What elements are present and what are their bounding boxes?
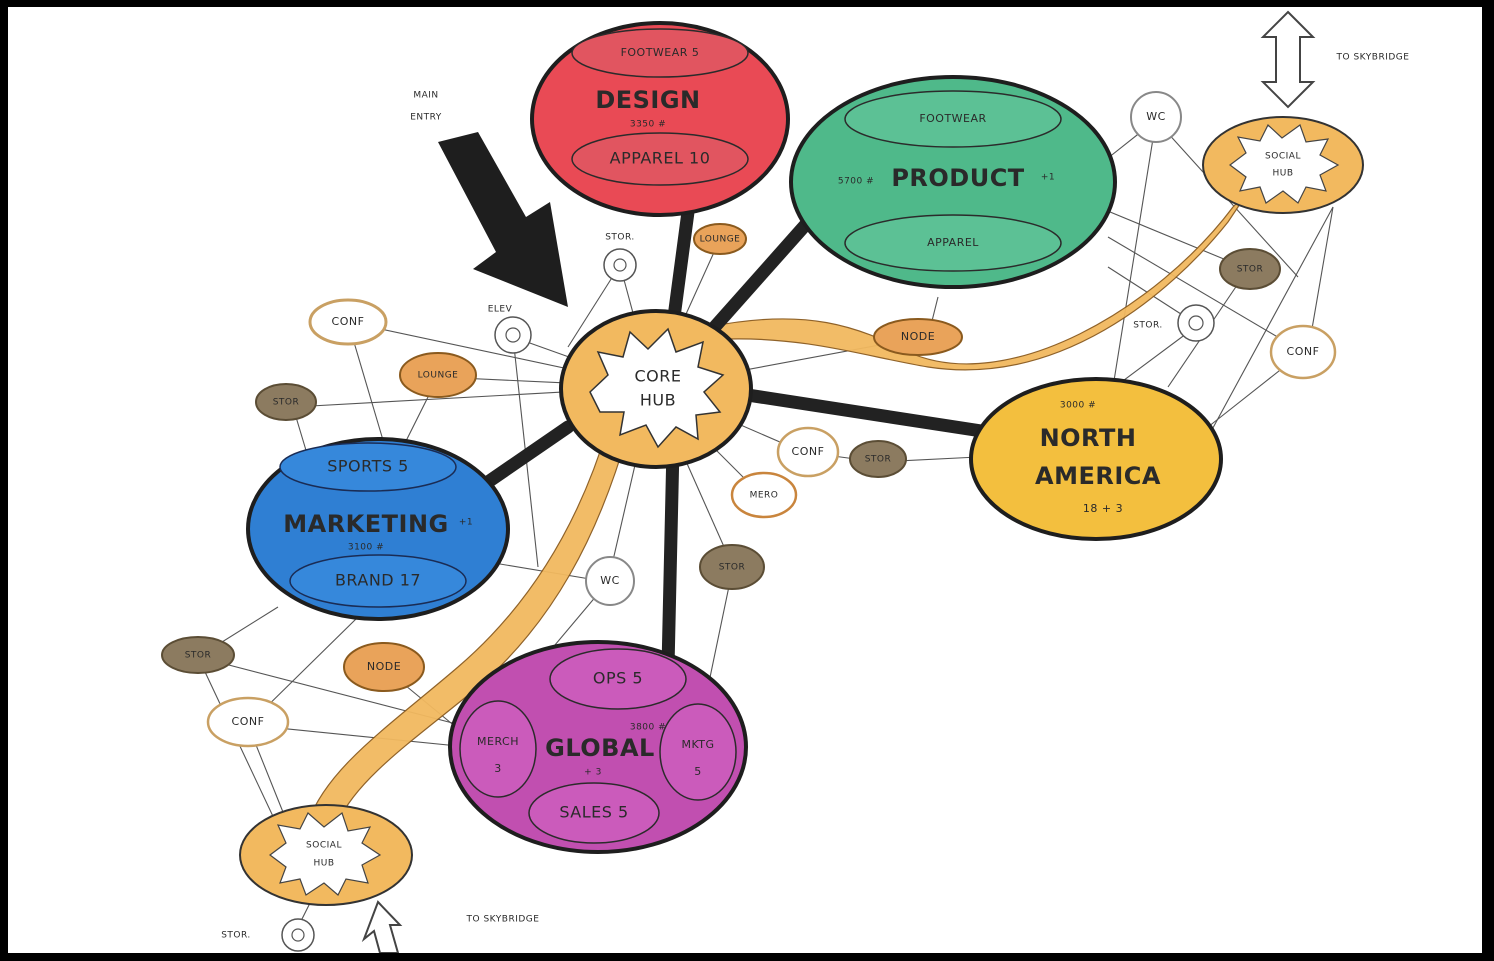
north-america-line1: NORTH [1040, 424, 1137, 452]
main-entry-label-1: MAIN [413, 91, 438, 101]
design-bubble: FOOTWEAR 5 DESIGN 3350 # APPAREL 10 [530, 21, 790, 217]
skybridge-arrow-bottom-icon [361, 900, 403, 953]
elev-node: ELEV [488, 305, 532, 354]
stor-node-left: STOR [255, 383, 317, 421]
core-hub-line1: CORE [635, 367, 682, 386]
stor-node-low-left: STOR [161, 636, 235, 674]
small-nodes: CONF LOUNGE STOR LOUNGE STOR. ELEV NODE [161, 91, 1337, 952]
design-footwear-label: FOOTWEAR 5 [621, 46, 700, 59]
stor-node-bottom: STOR. [221, 918, 315, 952]
global-sales-label: SALES 5 [559, 803, 628, 822]
product-bubble: FOOTWEAR 5700 # PRODUCT +1 APPAREL [789, 75, 1117, 289]
diagram-frame: MAIN ENTRY TO SKYBRIDGE TO SKYBRIDGE FOO… [8, 7, 1482, 953]
design-title: DESIGN [595, 86, 700, 114]
conf-node-mid: CONF [776, 426, 840, 478]
north-america-bubble: 3000 # NORTH AMERICA 18 + 3 [969, 377, 1223, 541]
global-merch-label: MERCH [477, 735, 519, 748]
social-hub-top: SOCIAL HUB [1202, 116, 1364, 214]
social-hub-bottom: SOCIAL HUB [239, 804, 413, 906]
design-area: 3350 # [630, 120, 666, 130]
core-hub-line2: HUB [640, 391, 676, 410]
product-area: 5700 # [838, 177, 874, 187]
node-low-left: NODE [343, 642, 425, 692]
skybridge-arrow-top-icon [1260, 10, 1316, 109]
node-center: NODE [873, 318, 963, 356]
global-title: GLOBAL [545, 734, 655, 762]
lounge-node-top: LOUNGE [693, 223, 747, 255]
stor-node-low-label: STOR [719, 563, 746, 573]
marketing-brand-label: BRAND 17 [335, 571, 421, 590]
elev-node-label: ELEV [488, 305, 513, 315]
marketing-sports-label: SPORTS 5 [327, 457, 409, 476]
lounge-node-left: LOUNGE [399, 352, 477, 398]
stor-node-right: STOR [1219, 248, 1281, 290]
north-america-line2: AMERICA [1035, 462, 1161, 490]
stor-node-mid-label: STOR [865, 455, 892, 465]
node-low-left-label: NODE [367, 660, 401, 673]
marketing-bubble: SPORTS 5 MARKETING +1 3100 # BRAND 17 [246, 437, 510, 621]
wc-node-low-label: WC [600, 574, 620, 587]
global-bubble: OPS 5 MERCH 3 GLOBAL 3800 # + 3 MKTG 5 S… [448, 640, 748, 854]
product-count: +1 [1041, 173, 1055, 183]
conf-node-top-left: CONF [308, 298, 388, 346]
conf-node-right-label: CONF [1287, 345, 1320, 358]
to-skybridge-top-label: TO SKYBRIDGE [1336, 53, 1410, 63]
lounge-node-left-label: LOUNGE [418, 371, 459, 381]
node-center-label: NODE [901, 330, 935, 343]
global-area: 3800 # [630, 723, 666, 733]
global-ops-label: OPS 5 [593, 669, 643, 688]
mero-node: MERO [730, 471, 798, 519]
stor-node-low: STOR [699, 544, 765, 590]
conf-node-low-left-label: CONF [232, 715, 265, 728]
product-apparel-label: APPAREL [927, 236, 979, 249]
stor-node-right-spiral-label: STOR. [1133, 321, 1163, 331]
global-merch-count: 3 [494, 762, 502, 775]
stor-node-top: STOR. [603, 233, 637, 282]
global-mktg-count: 5 [694, 765, 702, 778]
marketing-title: MARKETING [283, 510, 449, 538]
design-apparel-label: APPAREL 10 [610, 149, 711, 168]
social-hub-top-line1: SOCIAL [1265, 152, 1301, 162]
conf-node-mid-label: CONF [792, 445, 825, 458]
wc-node-top: WC [1130, 91, 1182, 143]
conf-node-low-left: CONF [206, 696, 290, 748]
stor-node-left-label: STOR [273, 398, 300, 408]
bubble-diagram: MAIN ENTRY TO SKYBRIDGE TO SKYBRIDGE FOO… [161, 10, 1410, 953]
marketing-area: 3100 # [348, 543, 384, 553]
social-hub-bottom-line2: HUB [313, 859, 334, 869]
social-hub-bottom-line1: SOCIAL [306, 841, 342, 851]
stor-node-bottom-label: STOR. [221, 931, 251, 941]
wc-node-top-label: WC [1146, 110, 1166, 123]
mero-node-label: MERO [750, 491, 779, 501]
product-title: PRODUCT [891, 164, 1024, 192]
north-america-count: 18 + 3 [1083, 502, 1123, 515]
stor-node-top-label: STOR. [605, 233, 635, 243]
conf-node-right: CONF [1269, 324, 1337, 380]
stor-node-right-label: STOR [1237, 265, 1264, 275]
marketing-count: +1 [459, 518, 473, 528]
to-skybridge-bottom-label: TO SKYBRIDGE [466, 915, 540, 925]
stor-node-mid: STOR [849, 440, 907, 478]
main-entry-label-2: ENTRY [410, 113, 442, 123]
wc-node-low: WC [585, 556, 635, 606]
conf-node-top-left-label: CONF [332, 315, 365, 328]
lounge-node-top-label: LOUNGE [700, 235, 741, 245]
stor-node-low-left-label: STOR [185, 651, 212, 661]
core-hub: CORE HUB [559, 309, 753, 469]
product-footwear-label: FOOTWEAR [919, 112, 986, 125]
main-entry-arrow-icon [438, 132, 568, 307]
north-america-area: 3000 # [1060, 401, 1096, 411]
global-count: + 3 [584, 768, 602, 778]
stor-node-right-spiral: STOR. [1133, 304, 1215, 342]
social-hub-top-line2: HUB [1272, 169, 1293, 179]
global-mktg-label: MKTG [681, 738, 714, 751]
